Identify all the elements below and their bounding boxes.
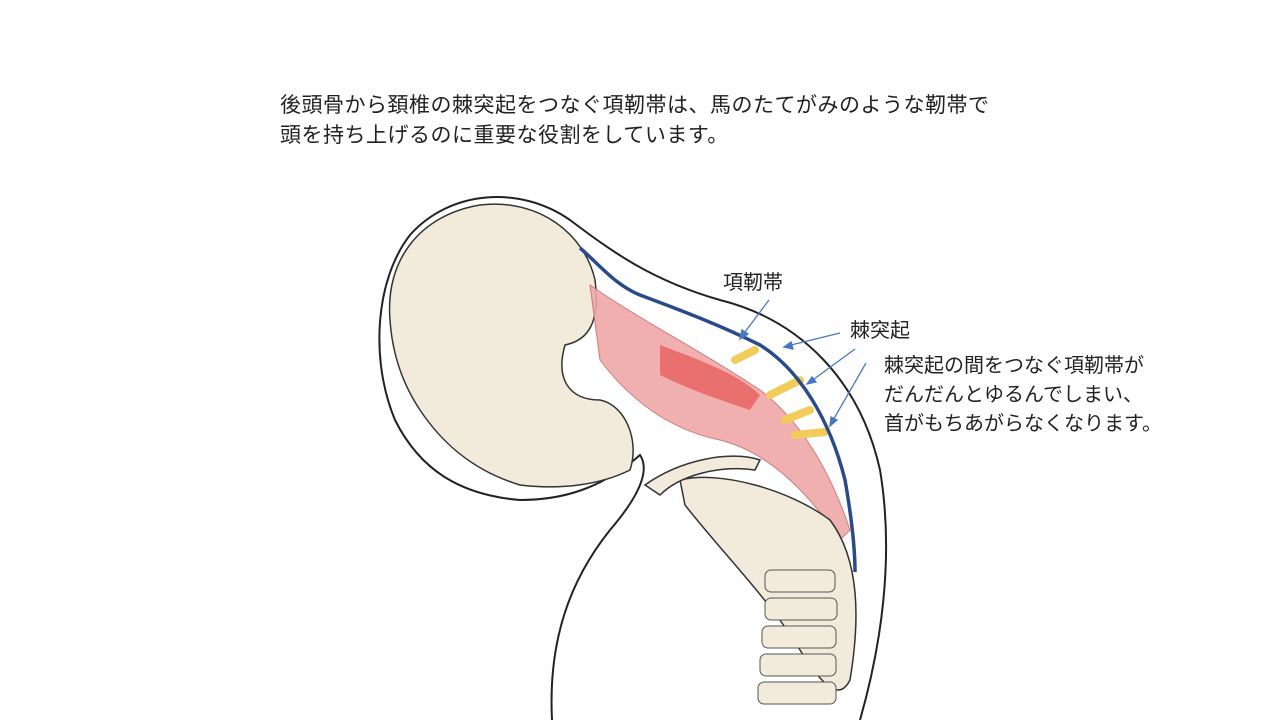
description-caption: 後頭骨から頚椎の棘突起をつなぐ項靭帯は、馬のたてがみのような靭帯で 頭を持ち上げ… xyxy=(280,90,990,150)
deep-muscle xyxy=(660,345,760,410)
explanation-line-2: だんだんとゆるんでしまい、 xyxy=(884,382,1143,406)
label-nuchal-ligament: 項靭帯 xyxy=(723,270,783,294)
skull xyxy=(388,203,634,488)
label-spinous-process: 棘突起 xyxy=(850,318,910,342)
pointer-arrows xyxy=(739,299,867,428)
explanation-line-3: 首がもちあがらなくなります。 xyxy=(884,411,1162,435)
spinous-processes xyxy=(731,346,829,439)
neck-muscle xyxy=(589,283,851,541)
caption-line-2: 頭を持ち上げるのに重要な役割をしています。 xyxy=(280,123,729,147)
label-explanation: 棘突起の間をつなぐ項靭帯が だんだんとゆるんでしまい、 首がもちあがらなくなりま… xyxy=(884,351,1162,438)
vertebrae xyxy=(757,569,838,705)
clavicle xyxy=(643,455,762,496)
nuchal-ligament xyxy=(578,246,857,573)
caption-line-1: 後頭骨から頚椎の棘突起をつなぐ項靭帯は、馬のたてがみのような靭帯で xyxy=(280,93,990,117)
explanation-line-1: 棘突起の間をつなぐ項靭帯が xyxy=(884,353,1144,377)
